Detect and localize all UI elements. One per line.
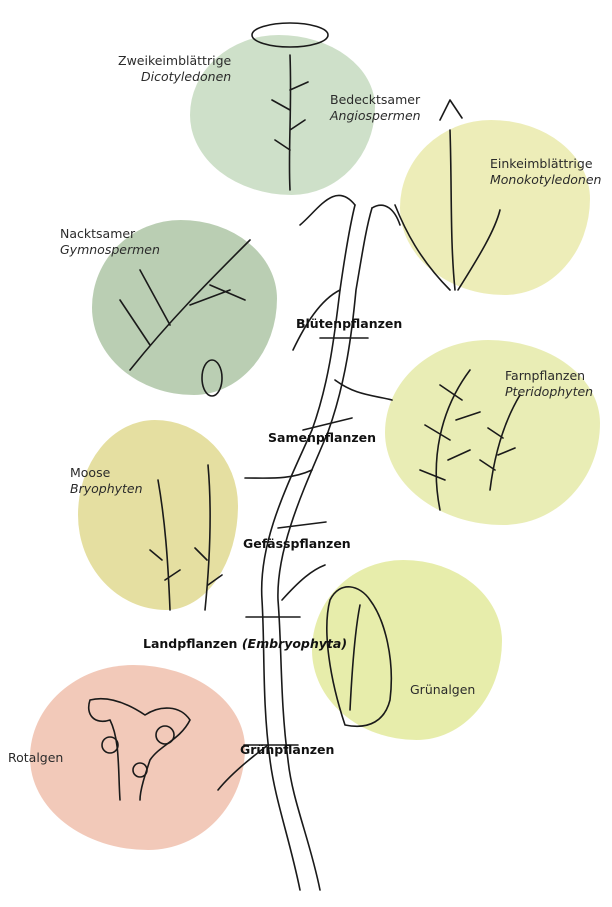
angio-common: Bedecktsamer <box>330 92 420 107</box>
fern-frond <box>420 370 480 510</box>
branch-mosses <box>245 470 312 478</box>
land-plants-label: Landpflanzen <box>143 636 237 651</box>
node-flowering-plants: Blütenpflanzen <box>296 316 402 331</box>
gymno-common: Nacktsamer <box>60 226 135 241</box>
redalgae-common: Rotalgen <box>8 750 63 765</box>
monocot-plant <box>395 100 500 290</box>
label-redalgae: Rotalgen <box>8 750 63 766</box>
label-ferns: Farnpflanzen Pteridophyten <box>505 368 593 400</box>
monocots-common: Einkeimblättrige <box>490 156 593 171</box>
greenalgae-common: Grünalgen <box>410 682 475 697</box>
monocots-latin: Monokotyledonen <box>490 172 601 188</box>
label-gymno: Nacktsamer Gymnospermen <box>60 226 160 258</box>
gymno-branch <box>120 240 250 370</box>
dicot-plant <box>272 55 308 190</box>
node-land-plants: Landpflanzen (Embryophyta) <box>143 636 347 651</box>
label-monocots: Einkeimblättrige Monokotyledonen <box>490 156 601 188</box>
land-plants-latin: (Embryophyta) <box>242 636 347 651</box>
label-angio: Bedecktsamer Angiospermen <box>330 92 421 124</box>
green-alga <box>327 587 391 726</box>
branch-ferns <box>335 380 392 400</box>
node-vascular-plants: Gefässpflanzen <box>243 536 351 551</box>
angio-latin: Angiospermen <box>330 108 421 124</box>
mosses-latin: Bryophyten <box>70 481 143 497</box>
node-seed-plants: Samenpflanzen <box>268 430 376 445</box>
label-greenalgae: Grünalgen <box>410 682 475 698</box>
dicots-latin: Dicotyledonen <box>118 69 231 85</box>
branch-greenalgae <box>282 565 325 600</box>
mosses-common: Moose <box>70 465 110 480</box>
moss-plant <box>150 465 222 610</box>
branch-dicots <box>300 195 355 225</box>
gymno-latin: Gymnospermen <box>60 242 160 258</box>
ferns-latin: Pteridophyten <box>505 384 593 400</box>
label-dicots: Zweikeimblättrige Dicotyledonen <box>118 53 231 85</box>
ferns-common: Farnpflanzen <box>505 368 585 383</box>
node-green-plants: Grünpflanzen <box>240 742 334 757</box>
label-mosses: Moose Bryophyten <box>70 465 143 497</box>
dicots-common: Zweikeimblättrige <box>118 53 231 68</box>
